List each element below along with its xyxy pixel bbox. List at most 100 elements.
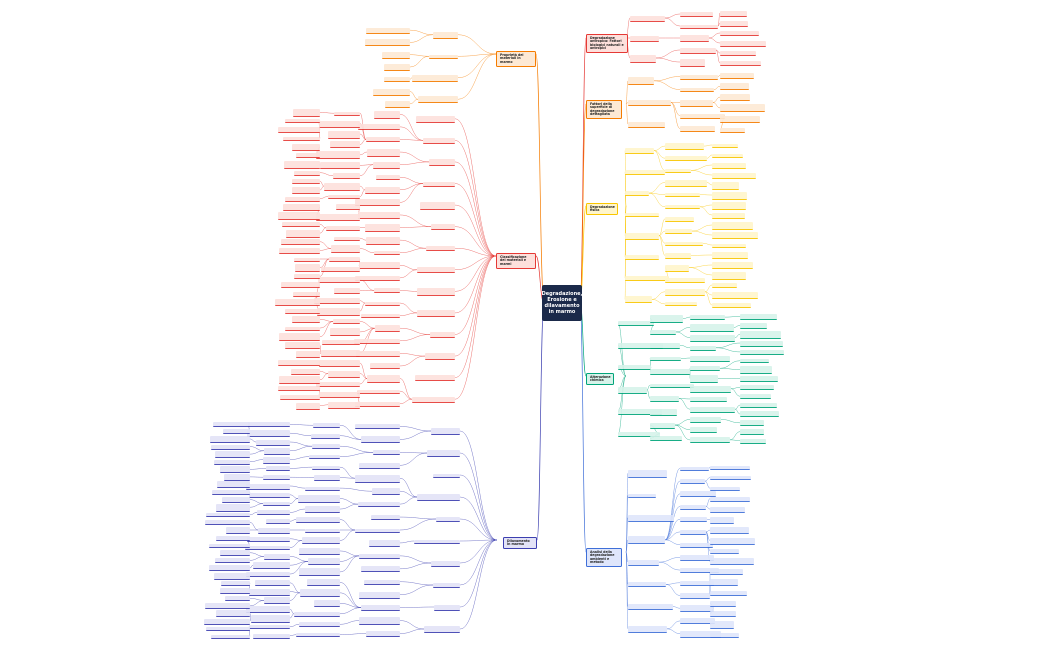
leaf-node[interactable] [359, 462, 400, 469]
leaf-node[interactable] [316, 151, 360, 160]
leaf-node[interactable] [710, 465, 750, 470]
leaf-node[interactable] [308, 558, 340, 566]
leaf-node[interactable] [710, 632, 739, 638]
leaf-node[interactable] [650, 329, 676, 335]
leaf-node[interactable] [305, 506, 340, 514]
leaf-node[interactable] [285, 326, 320, 331]
leaf-node[interactable] [712, 143, 738, 148]
leaf-node[interactable] [680, 35, 709, 42]
leaf-node[interactable] [294, 611, 340, 617]
leaf-node[interactable] [618, 409, 662, 416]
leaf-node[interactable] [650, 357, 681, 362]
leaf-node[interactable] [720, 94, 750, 102]
leaf-node[interactable] [294, 274, 320, 280]
leaf-node[interactable] [211, 444, 250, 450]
leaf-node[interactable] [618, 321, 654, 327]
leaf-node[interactable] [710, 549, 739, 554]
leaf-node[interactable] [371, 515, 400, 521]
leaf-node[interactable] [740, 330, 781, 339]
leaf-node[interactable] [309, 455, 340, 460]
leaf-node[interactable] [712, 172, 756, 179]
leaf-node[interactable] [417, 287, 455, 296]
leaf-node[interactable] [285, 308, 320, 314]
leaf-node[interactable] [372, 488, 400, 496]
leaf-node[interactable] [355, 424, 400, 430]
leaf-node[interactable] [246, 483, 290, 490]
leaf-node[interactable] [690, 437, 730, 444]
leaf-node[interactable] [216, 503, 250, 512]
leaf-node[interactable] [430, 332, 455, 338]
leaf-node[interactable] [320, 162, 360, 170]
leaf-node[interactable] [431, 224, 455, 231]
leaf-node[interactable] [434, 604, 460, 611]
leaf-node[interactable] [630, 54, 656, 63]
leaf-node[interactable] [416, 115, 455, 123]
leaf-node[interactable] [319, 391, 360, 398]
leaf-node[interactable] [318, 277, 360, 284]
leaf-node[interactable] [665, 156, 707, 162]
leaf-node[interactable] [710, 611, 736, 618]
leaf-node[interactable] [299, 622, 340, 628]
leaf-node[interactable] [299, 547, 340, 555]
leaf-node[interactable] [278, 212, 320, 221]
leaf-node[interactable] [429, 54, 458, 59]
leaf-node[interactable] [319, 120, 360, 128]
branch-degradazione-antropica[interactable]: Degradazione antropica: Fattori biologic… [586, 34, 628, 54]
leaf-node[interactable] [720, 31, 759, 36]
leaf-node[interactable] [680, 605, 714, 613]
leaf-node[interactable] [282, 222, 320, 228]
leaf-node[interactable] [384, 77, 410, 83]
leaf-node[interactable] [710, 496, 750, 502]
leaf-node[interactable] [710, 537, 755, 545]
leaf-node[interactable] [720, 51, 756, 56]
leaf-node[interactable] [712, 262, 753, 269]
leaf-node[interactable] [216, 610, 250, 618]
leaf-node[interactable] [625, 212, 659, 217]
leaf-node[interactable] [311, 433, 340, 439]
leaf-node[interactable] [740, 359, 769, 364]
leaf-node[interactable] [374, 288, 400, 294]
leaf-node[interactable] [328, 130, 360, 139]
leaf-node[interactable] [213, 421, 250, 427]
leaf-node[interactable] [740, 366, 772, 375]
leaf-node[interactable] [328, 401, 360, 409]
leaf-node[interactable] [680, 47, 716, 54]
leaf-node[interactable] [720, 72, 754, 79]
leaf-node[interactable] [650, 383, 694, 388]
leaf-node[interactable] [209, 543, 250, 548]
leaf-node[interactable] [281, 282, 320, 289]
leaf-node[interactable] [264, 447, 290, 455]
branch-degradazione-fisica[interactable]: Degradazione fisica [586, 203, 618, 216]
leaf-node[interactable] [251, 614, 290, 623]
leaf-node[interactable] [316, 381, 360, 387]
leaf-node[interactable] [295, 264, 320, 273]
leaf-node[interactable] [710, 527, 749, 535]
leaf-node[interactable] [712, 243, 746, 248]
leaf-node[interactable] [712, 292, 758, 299]
leaf-node[interactable] [740, 340, 783, 347]
leaf-node[interactable] [373, 88, 410, 96]
leaf-node[interactable] [710, 476, 751, 481]
leaf-node[interactable] [690, 366, 720, 372]
leaf-node[interactable] [330, 141, 360, 149]
leaf-node[interactable] [710, 579, 738, 587]
leaf-node[interactable] [366, 27, 410, 34]
leaf-node[interactable] [680, 554, 714, 561]
leaf-node[interactable] [321, 349, 360, 357]
leaf-node[interactable] [665, 252, 691, 259]
leaf-node[interactable] [740, 438, 766, 444]
leaf-node[interactable] [204, 618, 250, 625]
leaf-node[interactable] [680, 126, 715, 132]
leaf-node[interactable] [720, 10, 747, 17]
leaf-node[interactable] [286, 229, 320, 238]
leaf-node[interactable] [628, 121, 665, 128]
leaf-node[interactable] [712, 303, 751, 308]
leaf-node[interactable] [367, 375, 400, 384]
leaf-node[interactable] [680, 618, 715, 625]
leaf-node[interactable] [263, 475, 290, 481]
leaf-node[interactable] [215, 451, 250, 459]
leaf-node[interactable] [690, 416, 721, 423]
leaf-node[interactable] [281, 239, 320, 246]
leaf-node[interactable] [247, 536, 290, 542]
leaf-node[interactable] [305, 486, 340, 491]
